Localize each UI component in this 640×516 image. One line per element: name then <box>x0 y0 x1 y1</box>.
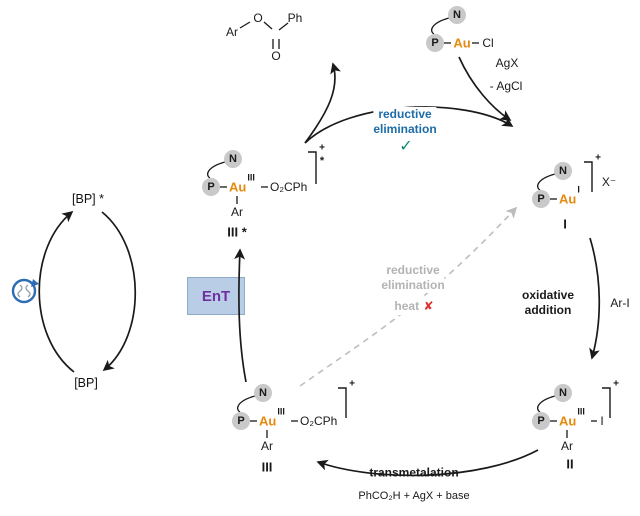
complex-III-ligand-label: O₂CPh <box>300 414 338 428</box>
oxidative-addition-step: oxidative addition <box>522 288 574 318</box>
complex-II-metal: AuIII <box>559 406 585 430</box>
oxidation-state-label: III <box>247 172 255 183</box>
oxidation-state-label: III <box>577 406 585 417</box>
arrow-activation <box>458 56 512 121</box>
oxidative-addition-line2: addition <box>524 303 572 317</box>
complex-I-n-atom: N <box>554 162 572 180</box>
complex-II-p-atom: P <box>532 412 550 430</box>
complex-IIIstar-excited-star: * <box>319 155 325 167</box>
product-carbonyl-oxygen-label: O <box>271 49 281 63</box>
arrow-thermal-dashed <box>299 206 518 387</box>
reductive-elimination-line2: elimination <box>373 122 437 136</box>
thermal-line1: reductive <box>386 263 440 277</box>
complex-II-ar-label: Ar <box>561 439 573 453</box>
complex-IIIstar-n-atom: N <box>224 150 242 168</box>
arrow-energy-transfer <box>234 248 247 383</box>
activation-reagent-label: AgX <box>495 56 519 70</box>
energy-transfer-box: EnT <box>187 277 245 315</box>
complex-I-counterion-label: X⁻ <box>601 175 617 189</box>
complex-III-charge: + <box>349 378 355 390</box>
arrow-transmetalation <box>316 449 539 477</box>
oxidation-state-label: I <box>577 184 580 195</box>
complex-IIIstar-label: III * <box>227 224 247 240</box>
precatalyst-cl-label: Cl <box>482 36 494 50</box>
arrow-photocycle-right <box>101 211 137 372</box>
arrow-oxidative-addition <box>589 237 601 360</box>
cycle-arrows <box>38 56 601 477</box>
complex-IIIstar-ligand-label: O₂CPh <box>270 180 308 194</box>
complex-II-charge: + <box>613 378 619 390</box>
charge-brackets <box>308 151 611 418</box>
precatalyst-p-atom: P <box>426 34 444 52</box>
photon-icon <box>11 278 39 304</box>
oxidation-state-label: III <box>277 406 285 417</box>
transmetalation-label: transmetalation <box>369 465 459 480</box>
complex-II-iodide-label: I <box>600 414 604 428</box>
precatalyst-n-atom: N <box>448 6 466 24</box>
heat-label: heat <box>394 299 420 313</box>
complex-I-label: I <box>563 216 567 232</box>
complex-IIIstar-p-atom: P <box>202 178 220 196</box>
activation-byproduct-label: - AgCl <box>489 79 523 93</box>
thermal-line2: elimination <box>381 278 445 292</box>
oxidative-addition-reagent-label: Ar-I <box>610 296 630 310</box>
transmetalation-reagents-label: PhCO₂H + AgX + base <box>358 490 470 502</box>
thermal-reductive-elimination-step: reductive elimination <box>381 263 445 293</box>
gold-label: Au <box>259 413 277 429</box>
complex-III-ar-label: Ar <box>261 439 273 453</box>
reductive-elimination-step: reductive elimination <box>373 107 437 137</box>
product-ph-label: Ph <box>287 11 303 25</box>
complex-II-label: II <box>566 456 574 472</box>
transmetalation-step: transmetalation <box>369 466 458 481</box>
complex-I-metal: AuI <box>559 184 580 208</box>
check-icon: ✓ <box>399 138 413 155</box>
complex-III-n-atom: N <box>254 384 272 402</box>
complex-IIIstar-charge: + <box>319 142 325 154</box>
gold-label: Au <box>229 179 247 195</box>
complex-III-metal: AuIII <box>259 406 285 430</box>
product-ester-oxygen-label: O <box>253 11 263 25</box>
photocatalyst-ground-label: [BP] <box>74 376 98 390</box>
complex-I-p-atom: P <box>532 190 550 208</box>
complex-III-label: III <box>261 459 273 475</box>
thermal-heat-row: heat ✘ <box>394 297 434 315</box>
gold-label: Au <box>559 413 577 429</box>
arrow-to-product <box>304 62 341 144</box>
gold-label: Au <box>559 191 577 207</box>
energy-transfer-label: EnT <box>201 287 231 305</box>
complex-II-n-atom: N <box>554 384 572 402</box>
product-ar-label: Ar <box>226 25 238 39</box>
photocatalyst-excited-label: [BP] * <box>72 192 104 206</box>
bond-lines <box>207 17 597 438</box>
oxidative-addition-line1: oxidative <box>521 288 575 302</box>
cross-icon: ✘ <box>423 299 434 313</box>
reductive-elimination-line1: reductive <box>378 107 432 121</box>
arrow-photocycle-left <box>38 210 75 373</box>
complex-I-charge: + <box>595 152 601 164</box>
complex-IIIstar-metal: AuIII <box>229 172 255 196</box>
complex-IIIstar-ar-label: Ar <box>231 205 243 219</box>
complex-III-p-atom: P <box>232 412 250 430</box>
precatalyst-gold-label: Au <box>453 35 471 51</box>
